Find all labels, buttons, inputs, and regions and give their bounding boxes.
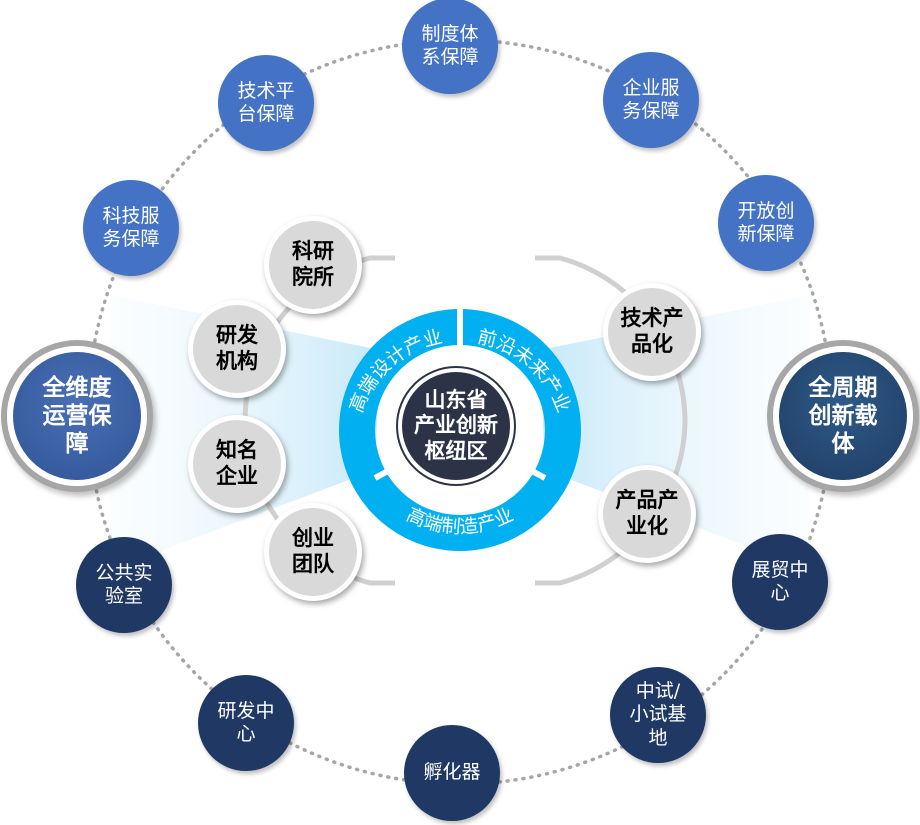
inner-node-rd-institutions: 研发 机构 [188, 300, 286, 398]
guarantee-tech-platform: 技术平 台保障 [218, 55, 314, 151]
inner-node-famous-enterprises: 知名 企业 [188, 415, 286, 513]
full-cycle-innovation-carrier: 全周期 创新载 体 [773, 346, 913, 486]
inner-node-research-institutes: 科研 院所 [264, 216, 362, 314]
inner-node-tech-productization: 技术产 品化 [603, 283, 701, 381]
carrier-label: 展贸中 心 [751, 558, 809, 604]
inner-node-label: 研发 机构 [216, 323, 258, 373]
carrier-label: 孵化器 [423, 761, 481, 784]
industry-ring [339, 306, 581, 551]
guarantee-label: 制度体 系保障 [421, 22, 479, 68]
guarantee-enterprise-service: 企业服 务保障 [603, 52, 699, 148]
inner-node-label: 知名 企业 [216, 438, 258, 488]
inner-node-label: 创业 团队 [292, 526, 334, 576]
guarantee-label: 科技服 务保障 [102, 204, 160, 250]
carrier-public-lab: 公共实 验室 [76, 537, 172, 633]
carrier-label: 研发中 心 [217, 699, 275, 745]
inner-node-product-industrialization: 产品产 业化 [598, 465, 696, 563]
carrier-label: 公共实 验室 [95, 561, 153, 607]
guarantee-system: 制度体 系保障 [402, 0, 498, 94]
carrier-pilot-base: 中试/ 小试基 地 [610, 667, 706, 763]
central-hub: 山东省 产业创新 枢纽区 [398, 368, 514, 484]
guarantee-label: 企业服 务保障 [622, 76, 680, 122]
guarantee-label: 开放创 新保障 [737, 199, 795, 245]
carrier-incubator: 孵化器 [404, 725, 500, 821]
carrier-rd-center: 研发中 心 [198, 675, 294, 771]
full-dimension-operation-guarantee: 全维度 运营保 障 [7, 346, 147, 486]
inner-node-label: 科研 院所 [292, 239, 334, 289]
guarantee-sci-tech-service: 科技服 务保障 [83, 180, 179, 276]
inner-node-startup-teams: 创业 团队 [264, 503, 362, 601]
big-right-label: 全周期 创新载 体 [808, 374, 878, 458]
carrier-exhibition-center: 展贸中 心 [732, 534, 828, 630]
inner-node-label: 技术产 品化 [620, 306, 684, 356]
carrier-label: 中试/ 小试基 地 [629, 680, 687, 749]
right-connector-arc [535, 255, 688, 586]
right-light-beam [540, 295, 810, 570]
central-hub-label: 山东省 产业创新 枢纽区 [414, 387, 498, 463]
guarantee-label: 技术平 台保障 [237, 79, 295, 125]
inner-node-label: 产品产 业化 [615, 488, 679, 538]
guarantee-open-innovation: 开放创 新保障 [718, 175, 814, 271]
big-left-label: 全维度 运营保 障 [42, 374, 112, 458]
